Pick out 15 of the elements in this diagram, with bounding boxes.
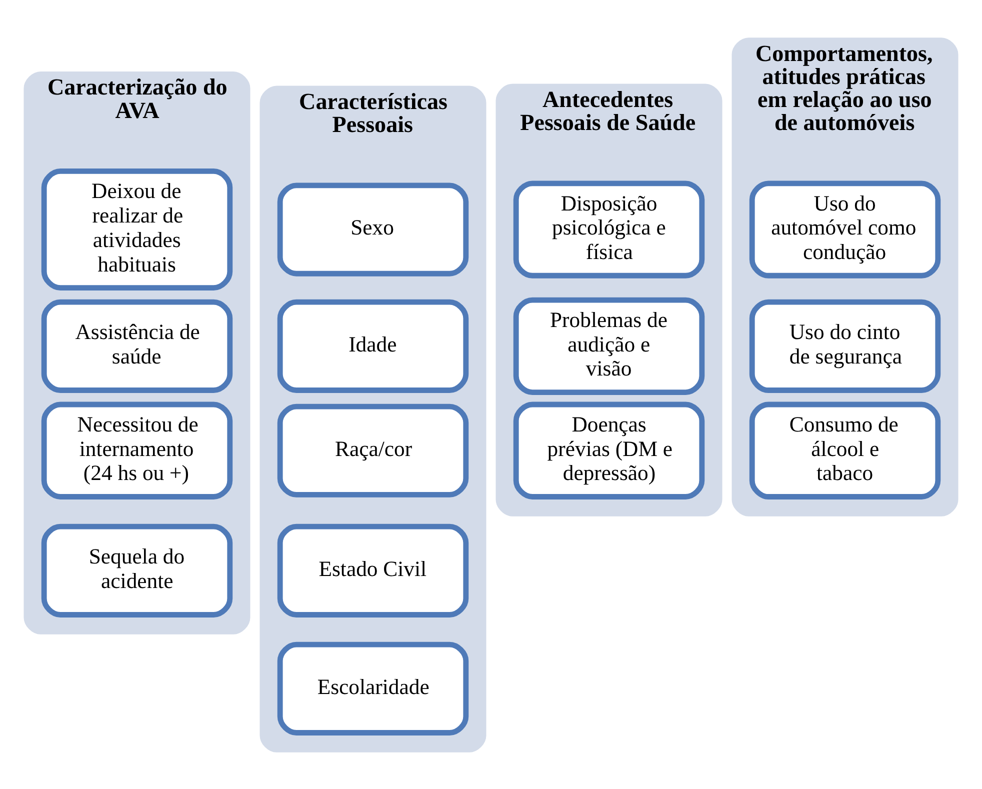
node-box: Disposição psicológica e física (513, 180, 705, 278)
node-box: Necessitou de internamento (24 hs ou +) (41, 401, 233, 499)
node-box: Estado Civil (277, 523, 469, 617)
node-box: Raça/cor (277, 403, 469, 497)
node-box: Escolaridade (277, 641, 469, 735)
node-box: Doenças prévias (DM e depressão) (513, 401, 705, 499)
node-box: Assistência de saúde (41, 298, 233, 392)
node-box: Consumo de álcool e tabaco (749, 401, 941, 499)
node-box: Uso do cinto de segurança (749, 298, 941, 392)
node-box: Deixou de realizar de atividades habituais (41, 168, 233, 290)
node-box: Idade (277, 298, 469, 392)
node-box: Sexo (277, 182, 469, 276)
node-box: Uso do automóvel como condução (749, 180, 941, 278)
node-box: Problemas de audição e visão (513, 296, 705, 394)
node-box: Sequela do acidente (41, 523, 233, 617)
